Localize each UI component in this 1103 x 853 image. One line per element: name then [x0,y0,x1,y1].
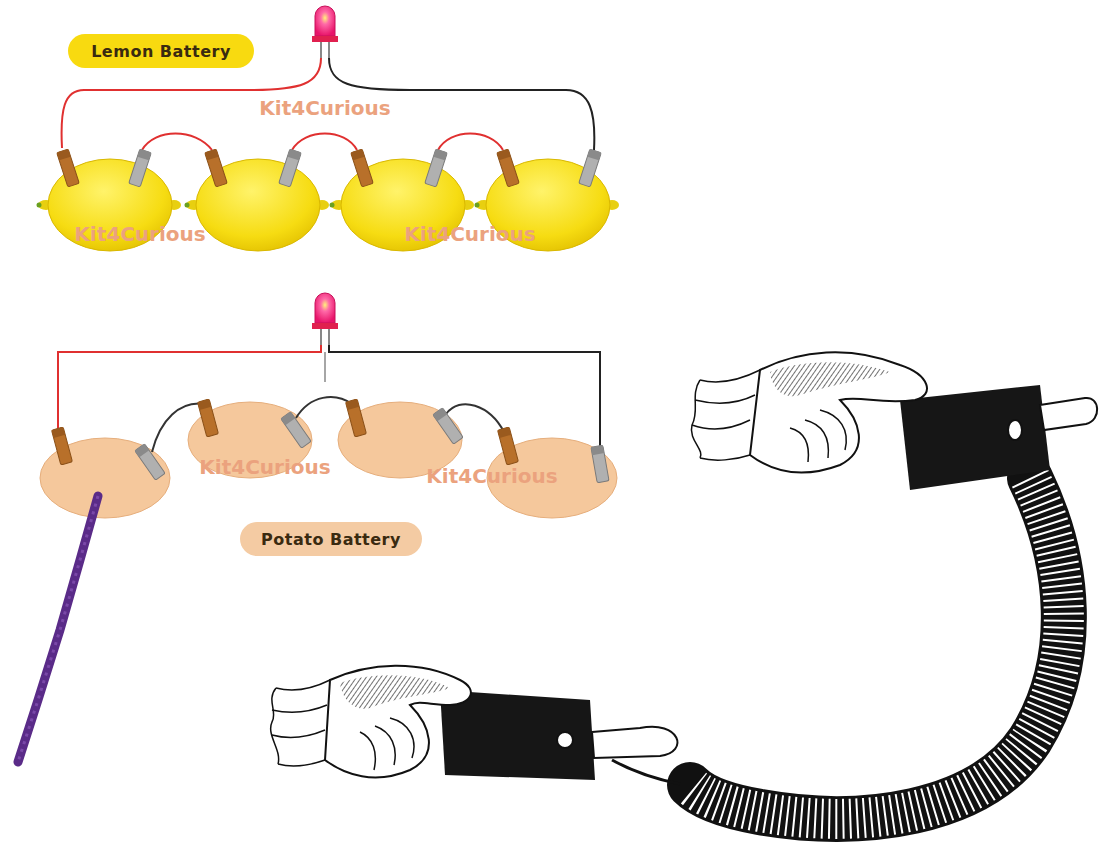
watermark: Kit4Curious [426,464,557,488]
watermark: Kit4Curious [199,455,330,479]
watermark: Kit4Curious [259,96,390,120]
title-pill: Lemon Battery [68,34,254,68]
watermark: Kit4Curious [404,222,535,246]
pill-label: Potato Battery [261,530,401,549]
watermark: Kit4Curious [74,222,205,246]
pill-label: Lemon Battery [91,42,231,61]
title-pill: Potato Battery [240,522,422,556]
